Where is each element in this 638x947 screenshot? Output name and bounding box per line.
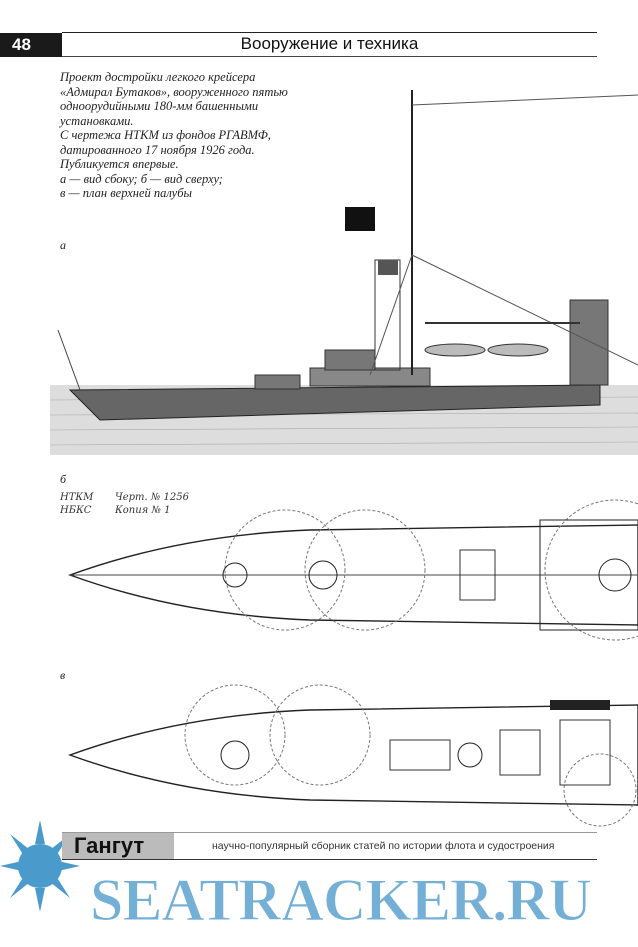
figure-caption: Проект достройки легкого крейсера «Адмир… [60, 70, 320, 201]
stamp-left-1: НТКМ [60, 492, 94, 503]
magazine-tagline: научно-популярный сборник статей по исто… [212, 840, 555, 852]
header-rule-bottom [62, 56, 597, 57]
footer-rule [62, 859, 597, 860]
section-title: Вооружение и техника [240, 34, 419, 53]
magazine-brand: Гангут [62, 833, 174, 859]
caption-line: Публикуется впервые. [60, 157, 179, 171]
figure-label-v: в [60, 668, 66, 682]
caption-line: установками. [60, 113, 134, 128]
flag-icon [345, 207, 375, 231]
caption-line: С чертежа НТКМ из фондов РГАВМФ, [60, 128, 271, 142]
footer-rule-top [62, 832, 597, 833]
header-rule-top [62, 32, 597, 33]
ship-deck-plan-drawing [67, 684, 638, 827]
caption-line: датированного 17 ноября 1926 года. [60, 142, 255, 157]
page-number: 48 [0, 33, 62, 57]
ship-top-view-drawing: НТКМ НБКС Черт. № 1256 Копия № 1 [60, 492, 638, 641]
figure-label-a: а [60, 238, 66, 252]
stamp-right-2: Копия № 1 [114, 505, 170, 516]
caption-line: в — план верхней палубы [60, 186, 192, 200]
caption-line: Проект достройки легкого крейсера [60, 70, 256, 84]
watermark: SEATRACKER.RU [90, 867, 593, 933]
stamp-right-1: Черт. № 1256 [115, 492, 190, 503]
caption-line: а — вид сбоку; б — вид сверху; [60, 171, 223, 186]
ship-side-view-drawing [49, 90, 638, 455]
caption-line: одноорудийными 180-мм башенными [60, 99, 259, 113]
stamp-left-2: НБКС [60, 505, 92, 516]
figure-label-b: б [60, 472, 67, 486]
caption-line: «Адмирал Бутаков», вооруженного пятью [60, 84, 288, 99]
